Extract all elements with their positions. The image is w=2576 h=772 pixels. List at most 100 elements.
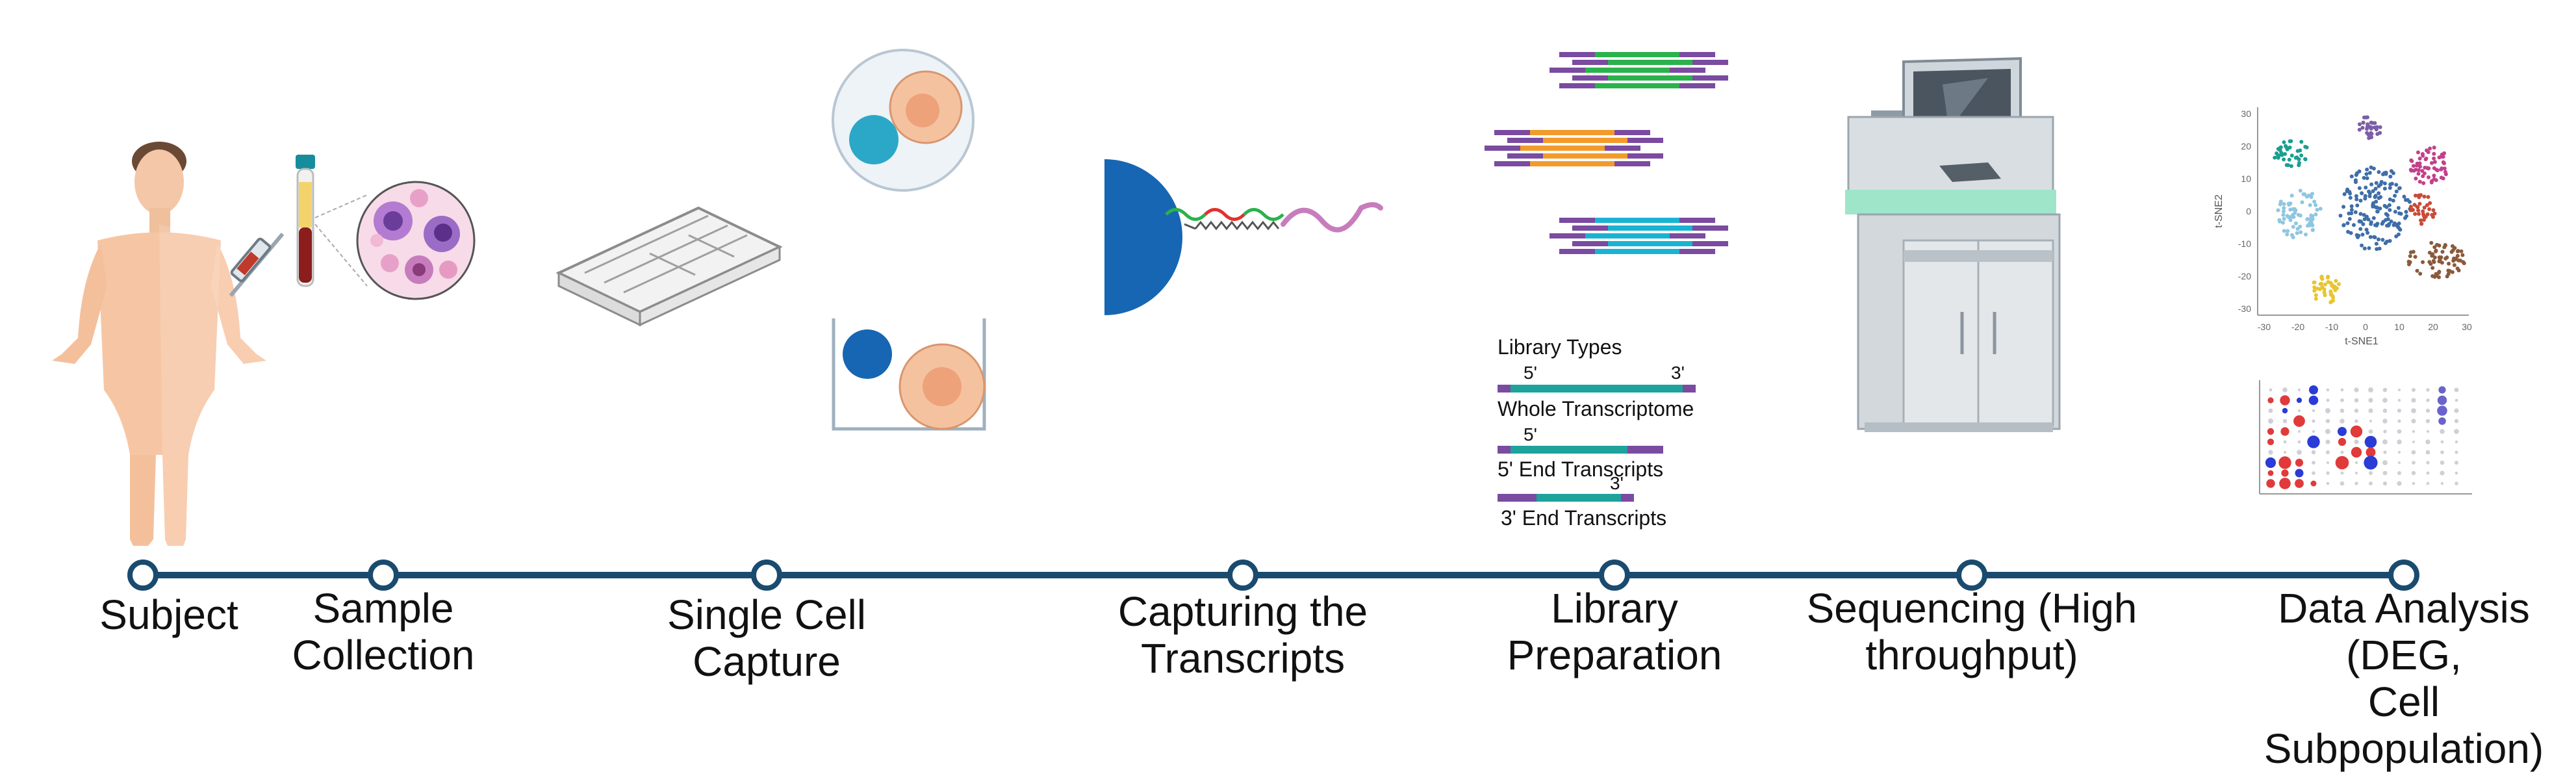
tsne-point — [2289, 164, 2293, 168]
tsne-point — [2425, 203, 2429, 207]
dot-plot-point — [2354, 398, 2359, 403]
tsne-point — [2354, 194, 2358, 198]
tsne-point — [2421, 212, 2425, 216]
library-fragment-segment — [1605, 146, 1640, 151]
tsne-point — [2288, 139, 2292, 144]
tsne-point — [2415, 163, 2419, 168]
sequencer-machine-icon — [1845, 57, 2061, 432]
dot-plot-point — [2269, 388, 2273, 392]
tsne-point — [2281, 212, 2286, 217]
tsne-point — [2308, 203, 2312, 207]
dot-plot-point — [2312, 409, 2315, 413]
tsne-point — [2289, 153, 2294, 158]
dot-plot-point — [2325, 418, 2330, 424]
tsne-point — [2295, 231, 2299, 235]
human-figure-icon — [52, 142, 266, 546]
dot-plot-point — [2354, 419, 2358, 423]
tsne-point — [2461, 260, 2466, 264]
dot-plot-point — [2295, 479, 2304, 488]
tsne-point — [2355, 203, 2360, 208]
library-fragment-segment — [1572, 75, 1608, 81]
tsne-point — [2418, 272, 2423, 276]
tsne-point — [2416, 172, 2421, 176]
tsne-xlabel: t-SNE1 — [2345, 336, 2378, 347]
tsne-point — [2430, 266, 2435, 270]
tsne-point — [2282, 202, 2286, 206]
library-fragment-segment — [1520, 146, 1605, 151]
dot-plot-point — [2364, 435, 2377, 448]
tsne-point — [2391, 171, 2395, 175]
timeline-node-6 — [1956, 560, 1987, 591]
tsne-xtick: -30 — [2258, 322, 2271, 332]
step-label-6: Sequencing (High throughput) — [1806, 585, 2137, 678]
dot-plot-point — [2354, 387, 2359, 392]
tsne-point — [2288, 218, 2293, 222]
tsne-point — [2388, 186, 2392, 190]
dot-plot-point — [2455, 461, 2458, 465]
tsne-point — [2442, 166, 2447, 171]
tsne-point — [2384, 212, 2388, 216]
tsne-xtick: -10 — [2325, 322, 2338, 332]
tsne-point — [2369, 165, 2373, 170]
tsne-point — [2368, 125, 2373, 129]
tsne-point — [2402, 194, 2406, 199]
tsne-point — [2416, 208, 2421, 212]
dot-plot-point — [2426, 461, 2430, 465]
library-fragment-segment — [1595, 83, 1679, 88]
tsne-xtick: 10 — [2394, 322, 2404, 332]
tsne-point — [2366, 122, 2370, 127]
tsne-point — [2426, 150, 2430, 155]
tsne-point — [2312, 199, 2317, 204]
tsne-point — [2318, 207, 2323, 211]
tsne-point — [2396, 206, 2401, 210]
tsne-xtick: 20 — [2428, 322, 2438, 332]
dot-plot-point — [2298, 430, 2301, 433]
tsne-xtick: 0 — [2363, 322, 2368, 332]
dot-plot-point — [2310, 480, 2317, 487]
tsne-point — [2428, 201, 2432, 205]
tsne-point — [2362, 175, 2366, 180]
tsne-point — [2314, 203, 2318, 207]
library-types-legend: Library Types 5' 3' Whole Transcriptome … — [1498, 335, 1696, 530]
tsne-point — [2369, 120, 2373, 125]
tsne-point — [2443, 256, 2448, 261]
tsne-point — [2282, 140, 2286, 144]
dot-plot-point — [2368, 387, 2373, 392]
tsne-point — [2406, 259, 2411, 264]
dot-plot-point — [2438, 417, 2446, 425]
dot-plot-point — [2382, 418, 2388, 424]
end5-prime-mark: 5' — [1524, 424, 1537, 444]
tsne-point — [2408, 254, 2412, 259]
tsne-point — [2364, 172, 2369, 176]
dot-plot-point — [2440, 440, 2444, 444]
step-label-5: Library Preparation — [1507, 585, 1722, 678]
tsne-point — [2347, 190, 2352, 194]
tsne-point — [2314, 212, 2318, 216]
library-fragment-segment — [1679, 52, 1715, 57]
library-fragment-segment — [1670, 68, 1705, 73]
dot-plot-point — [2340, 471, 2344, 475]
tsne-point — [2419, 222, 2424, 226]
tsne-point — [2354, 233, 2359, 237]
dot-plot-point — [2280, 395, 2290, 405]
tsne-point — [2421, 153, 2425, 158]
dot-plot-point — [2354, 461, 2358, 465]
tsne-point — [2367, 171, 2372, 175]
library-fragment-segment — [1608, 75, 1692, 81]
library-fragment-segment — [1608, 225, 1692, 231]
tsne-point — [2298, 213, 2302, 218]
tsne-ytick: -20 — [2238, 271, 2251, 281]
dot-plot-point — [2354, 408, 2359, 413]
tsne-point — [2353, 178, 2358, 183]
tsne-point — [2366, 231, 2370, 235]
library-fragment-segment — [1543, 138, 1627, 143]
workflow-diagram: Library Types 5' 3' Whole Transcriptome … — [52, 49, 2544, 772]
tsne-point — [2428, 146, 2432, 151]
tsne-point — [2276, 153, 2281, 158]
library-fragment-segment — [1585, 68, 1670, 73]
step-label-4: Capturing the Transcripts — [1117, 588, 1368, 682]
tsne-point — [2369, 131, 2373, 135]
tsne-point — [2331, 295, 2336, 300]
tsne-point — [2414, 176, 2418, 181]
tsne-point — [2417, 161, 2422, 166]
